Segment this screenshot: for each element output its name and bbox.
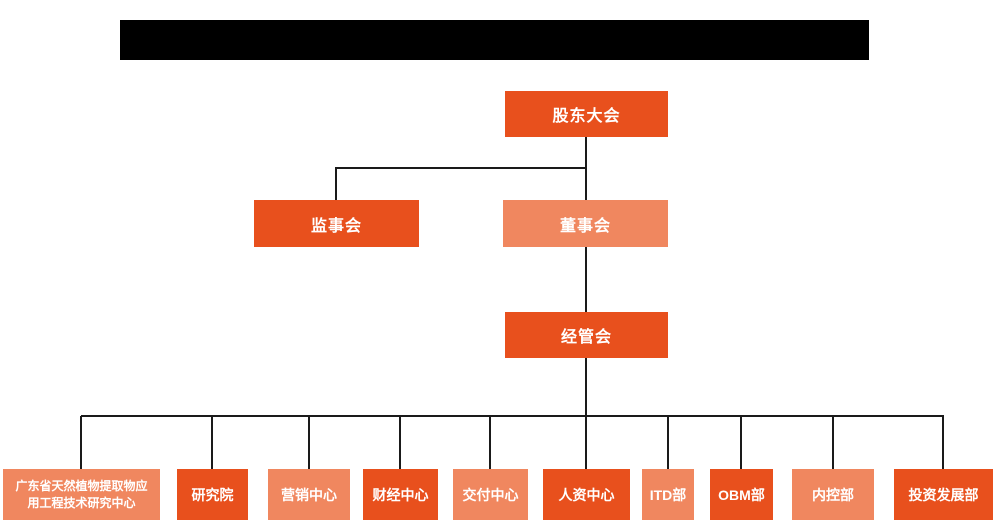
connector-drop-obm-dept	[740, 416, 742, 469]
node-dept-investment-development: 投资发展部	[894, 469, 993, 520]
connector-drop-internal-control-dept	[832, 416, 834, 469]
connector-drop-research-institute	[211, 416, 213, 469]
redacted-title-bar	[120, 20, 869, 60]
connector-branch-horizontal	[335, 167, 587, 169]
connector-drop-research-center	[80, 416, 82, 469]
node-dept-obm: OBM部	[710, 469, 773, 520]
node-dept-finance-center: 财经中心	[363, 469, 438, 520]
connector-drop-delivery-center	[489, 416, 491, 469]
node-dept-internal-control: 内控部	[792, 469, 874, 520]
node-shareholders-meeting: 股东大会	[505, 91, 668, 137]
connector-board-to-management	[585, 247, 587, 312]
node-dept-research-institute: 研究院	[177, 469, 248, 520]
connector-supervisory-down	[335, 167, 337, 200]
node-board-of-directors: 董事会	[503, 200, 668, 247]
node-dept-itd: ITD部	[642, 469, 694, 520]
node-dept-research-center: 广东省天然植物提取物应用工程技术研究中心	[3, 469, 160, 520]
connector-drop-hr-center	[585, 416, 587, 469]
node-management-committee: 经管会	[505, 312, 668, 358]
connector-drop-investment-dev-dept	[942, 416, 944, 469]
node-dept-delivery-center: 交付中心	[453, 469, 528, 520]
connector-drop-marketing-center	[308, 416, 310, 469]
connector-drop-itd-dept	[667, 416, 669, 469]
node-dept-marketing-center: 营销中心	[268, 469, 350, 520]
node-dept-hr-center: 人资中心	[543, 469, 630, 520]
connector-management-to-rail	[585, 358, 587, 416]
connector-drop-finance-center	[399, 416, 401, 469]
connector-departments-rail	[81, 415, 944, 417]
node-supervisory-board: 监事会	[254, 200, 419, 247]
